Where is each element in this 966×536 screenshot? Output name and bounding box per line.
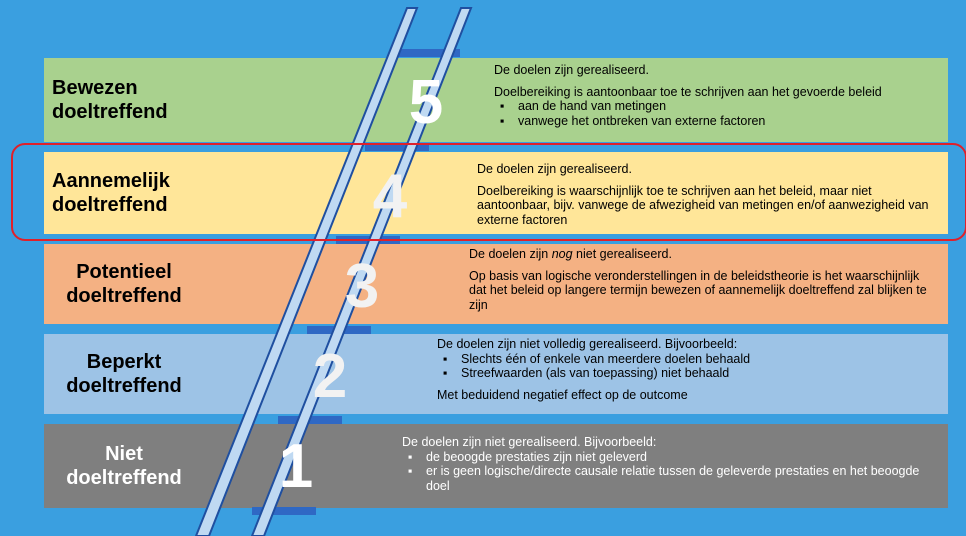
ladder-rung (365, 143, 429, 151)
level-1-title: Niet doeltreffend (44, 442, 204, 490)
level-1-description: De doelen zijn niet gerealiseerd. Bijvoo… (402, 435, 942, 493)
level-2-description: De doelen zijn niet volledig gerealiseer… (437, 337, 937, 402)
level-5-line2: Doelbereiking is aantoonbaar toe te schr… (494, 84, 882, 99)
level-5-title: Bewezen doeltreffend (44, 76, 204, 124)
level-5-band: Bewezen doeltreffend De doelen zijn gere… (44, 58, 948, 142)
level-4-description: De doelen zijn gerealiseerd. Doelbereiki… (477, 162, 942, 227)
level-5-line1: De doelen zijn gerealiseerd. (494, 63, 649, 77)
level-2-line1: De doelen zijn niet volledig gerealiseer… (437, 337, 738, 351)
level-5-bullet: vanwege het ontbreken van externe factor… (494, 114, 944, 129)
level-4-line2: Doelbereiking is waarschijnlijk toe te s… (477, 183, 929, 227)
level-2-bullets: Slechts één of enkele van meerdere doele… (437, 352, 937, 381)
level-1-line1: De doelen zijn niet gerealiseerd. Bijvoo… (402, 435, 657, 449)
level-4-line1: De doelen zijn gerealiseerd. (477, 162, 632, 176)
ladder-rung (396, 49, 460, 57)
level-1-bullet: de beoogde prestaties zijn niet geleverd (402, 450, 942, 465)
level-4-title: Aannemelijk doeltreffend (44, 169, 204, 217)
level-2-title: Beperkt doeltreffend (44, 350, 204, 398)
level-5-description: De doelen zijn gerealiseerd. Doelbereiki… (494, 63, 944, 128)
level-3-description: De doelen zijn nog niet gerealiseerd. Op… (469, 247, 939, 312)
ladder-right-rail (250, 7, 473, 536)
level-3-title-line2: doeltreffend (66, 285, 182, 307)
ladder-left-rail (194, 7, 419, 536)
level-2-title-line2: doeltreffend (66, 375, 182, 397)
level-2-bullet: Slechts één of enkele van meerdere doele… (437, 352, 937, 367)
level-4-title-line2: doeltreffend (52, 194, 168, 216)
level-2-line2: Met beduidend negatief effect op de outc… (437, 387, 688, 402)
level-3-line1-pre: De doelen zijn (469, 247, 552, 261)
level-3-title-line1: Potentieel (76, 261, 172, 283)
level-3-line1-post: niet gerealiseerd. (572, 247, 672, 261)
level-4-highlight-outline (11, 143, 966, 241)
level-1-title-line1: Niet (105, 443, 143, 465)
level-5-bullet: aan de hand van metingen (494, 99, 944, 114)
level-5-bullets: aan de hand van metingen vanwege het ont… (494, 99, 944, 128)
level-2-bullet: Streefwaarden (als van toepassing) niet … (437, 366, 937, 381)
level-3-title: Potentieel doeltreffend (44, 260, 204, 308)
level-5-title-line1: Bewezen (52, 77, 138, 99)
level-5-title-line2: doeltreffend (52, 101, 168, 123)
level-4-band: Aannemelijk doeltreffend De doelen zijn … (44, 152, 948, 234)
level-1-title-line2: doeltreffend (66, 467, 182, 489)
level-1-bullet: er is geen logische/directe causale rela… (402, 464, 942, 493)
level-3-line2: Op basis van logische veronderstellingen… (469, 268, 927, 312)
ladder-rung (252, 507, 316, 515)
level-3-band: Potentieel doeltreffend De doelen zijn n… (44, 244, 948, 324)
level-3-line1-emphasis: nog (551, 247, 573, 261)
level-2-title-line1: Beperkt (86, 351, 162, 373)
level-1-bullets: de beoogde prestaties zijn niet geleverd… (402, 450, 942, 494)
level-2-band: Beperkt doeltreffend De doelen zijn niet… (44, 334, 948, 414)
level-3-line1: De doelen zijn nog niet gerealiseerd. (469, 247, 939, 262)
level-4-title-line1: Aannemelijk (52, 170, 170, 192)
level-1-band: Niet doeltreffend De doelen zijn niet ge… (44, 424, 948, 508)
